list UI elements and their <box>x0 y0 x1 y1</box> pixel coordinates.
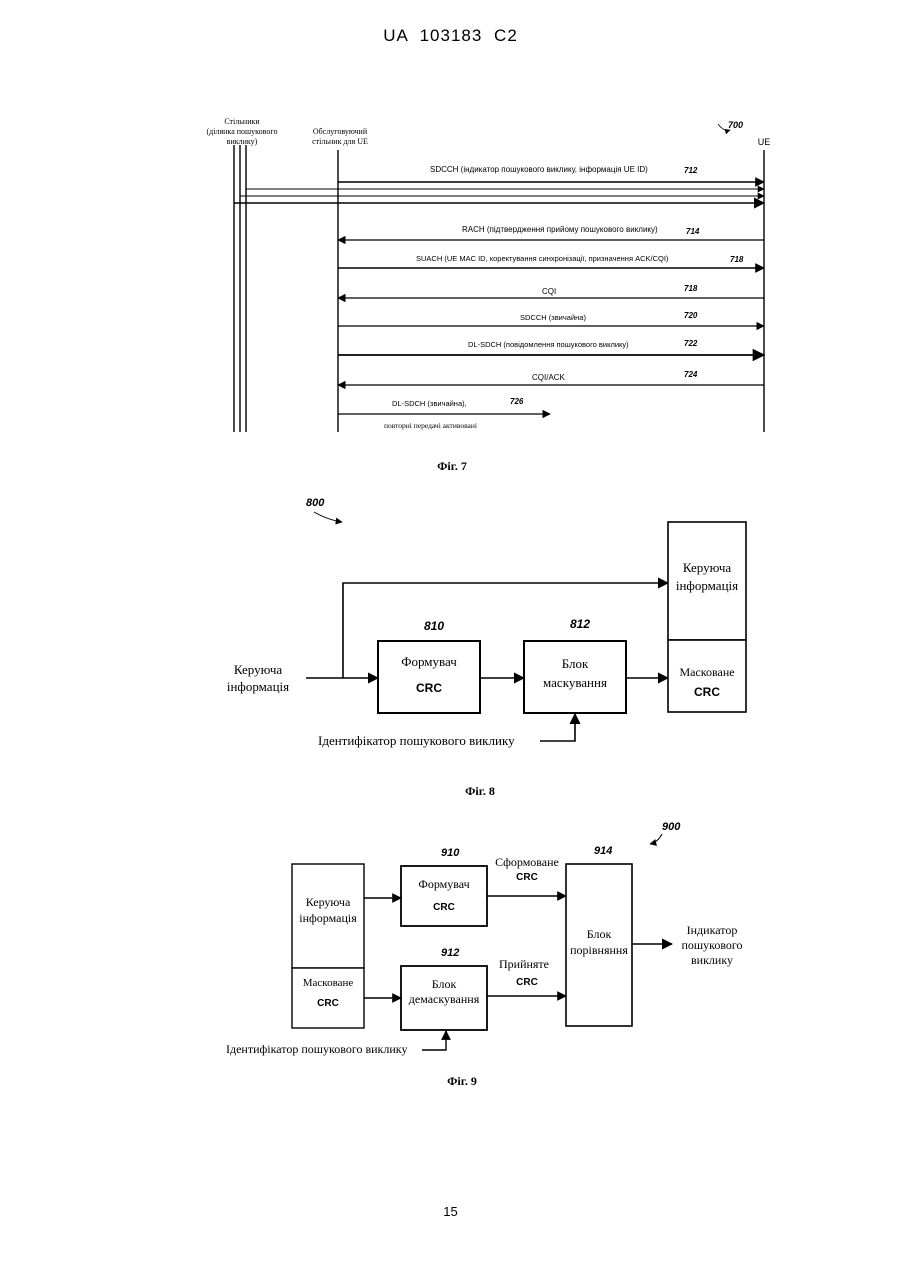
msg-718a-label: SUACH (UE MAC ID, коректування синхроніз… <box>416 254 669 263</box>
fig9-in-bot-line1: Масковане <box>303 977 354 989</box>
msg-726-label: DL-SDCH (звичайна), <box>392 399 467 408</box>
fig9-out-line3: виклику <box>691 953 733 967</box>
page-number: 15 <box>0 1204 901 1219</box>
fig9-demask-ref: 912 <box>441 947 459 959</box>
msg-714-ref: 714 <box>686 227 700 236</box>
msg-726-ref: 726 <box>510 397 524 406</box>
msg-712-ref: 712 <box>684 166 698 175</box>
fig8-ref: 800 <box>306 497 325 509</box>
msg-712-label: SDCCH (індикатор пошукового виклику, інф… <box>430 165 648 174</box>
fig9-recv-line1: Прийняте <box>499 957 549 971</box>
serving-cell-label-line1: Обслуговуючий <box>313 127 368 136</box>
fig8-mask-line2: маскування <box>543 675 607 690</box>
fig8-out-top-line2: інформація <box>676 578 738 593</box>
msg-724-label: CQI/ACK <box>532 373 566 382</box>
figure-8: 800 Керуюча інформація 810 Формувач CRC … <box>227 497 746 798</box>
fig9-out-line1: Індикатор <box>687 923 738 937</box>
serving-cell-label-line2: стільник для UE <box>312 137 368 146</box>
cells-label-line1: Стільники <box>224 117 260 126</box>
fig8-out-bot-line2: CRC <box>694 685 720 699</box>
fig9-paging-id: Ідентифікатор пошукового виклику <box>226 1042 407 1056</box>
fig8-mask-line1: Блок <box>562 656 589 671</box>
fig9-gen-line1: Формувач <box>418 877 469 891</box>
retransmission-note: повторні передачі активовані <box>384 421 477 430</box>
msg-cqi-label: CQI <box>542 287 556 296</box>
fig8-paging-id: Ідентифікатор пошукового виклику <box>318 733 515 748</box>
figure-9: 900 Керуюча інформація Масковане CRC 910… <box>226 821 743 1088</box>
msg-cqi-ref: 718 <box>684 284 698 293</box>
fig7-ref: 700 <box>728 120 743 130</box>
cells-label-line3: виклику) <box>227 137 258 146</box>
fig8-input-line2: інформація <box>227 679 289 694</box>
fig8-out-top-line1: Керуюча <box>683 560 732 575</box>
fig8-out-bot-line1: Масковане <box>679 665 734 679</box>
msg-718a-ref: 718 <box>730 255 744 264</box>
msg-724-ref: 724 <box>684 370 698 379</box>
fig9-demask-line1: Блок <box>432 977 457 991</box>
fig8-gen-ref: 810 <box>424 619 444 633</box>
fig9-ref: 900 <box>662 821 681 833</box>
msg-720-label: SDCCH (звичайна) <box>520 313 586 322</box>
fig9-formed-line2: CRC <box>516 872 538 883</box>
figure-7: Стільники (ділянка пошукового виклику) О… <box>207 117 771 473</box>
msg-720-ref: 720 <box>684 311 698 320</box>
fig9-in-top-line2: інформація <box>299 911 357 925</box>
fig9-in-top-line1: Керуюча <box>306 895 351 909</box>
fig9-out-line2: пошукового <box>681 938 742 952</box>
cells-label-line2: (ділянка пошукового <box>207 127 278 136</box>
fig9-recv-line2: CRC <box>516 977 538 988</box>
fig9-gen-ref: 910 <box>441 847 460 859</box>
msg-722-ref: 722 <box>684 339 698 348</box>
fig9-gen-line2: CRC <box>433 902 455 913</box>
fig9-cmp-line2: порівняння <box>570 943 628 957</box>
fig9-formed-line1: Сформоване <box>495 855 559 869</box>
fig9-cmp-line1: Блок <box>587 927 612 941</box>
fig8-mask-ref: 812 <box>570 617 590 631</box>
fig9-cmp-ref: 914 <box>594 845 612 857</box>
fig8-gen-line2: CRC <box>416 681 442 695</box>
msg-714-label: RACH (підтвердження прийому пошукового в… <box>462 225 658 234</box>
fig9-demask-line2: демаскування <box>409 992 480 1006</box>
fig9-in-bot-line2: CRC <box>317 998 339 1009</box>
fig8-gen-line1: Формувач <box>401 654 457 669</box>
msg-722-label: DL-SDCH (повідомлення пошукового виклику… <box>468 340 629 349</box>
fig8-input-line1: Керуюча <box>234 662 283 677</box>
ue-label: UE <box>758 137 771 147</box>
fig9-caption: Фіг. 9 <box>447 1074 477 1088</box>
fig8-caption: Фіг. 8 <box>465 784 495 798</box>
fig7-caption: Фіг. 7 <box>437 459 467 473</box>
